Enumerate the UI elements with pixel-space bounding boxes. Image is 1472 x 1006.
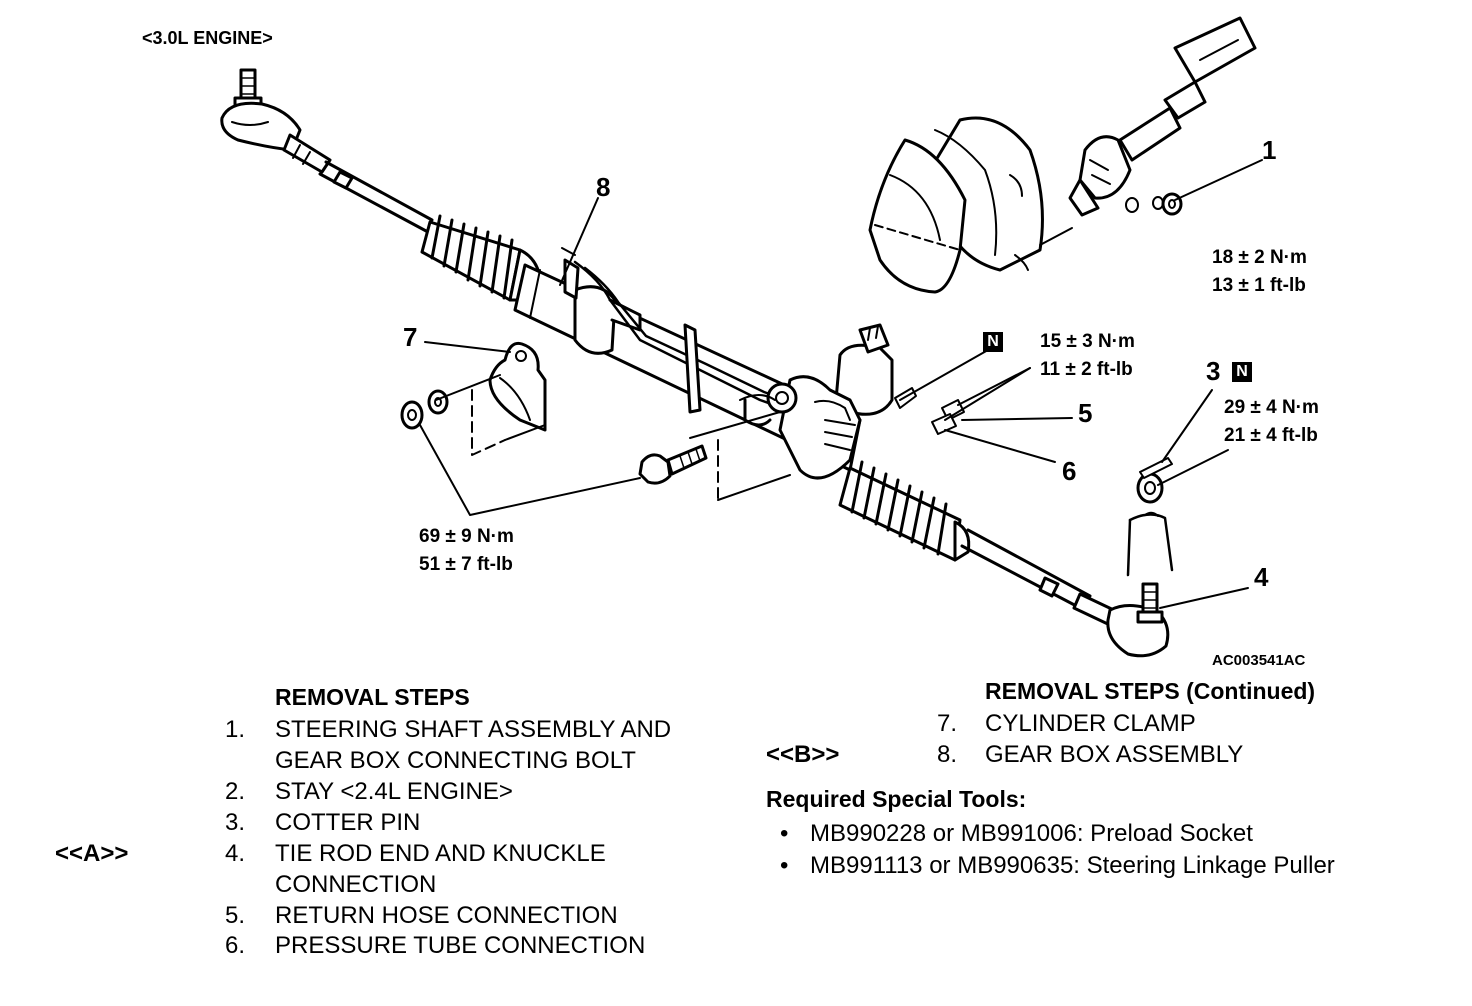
gearbox-mounting-bolt — [638, 444, 708, 485]
callout-6: 6 — [1062, 456, 1077, 486]
torque-spec-tie-rod-nut: 29 ± 4 N·m 21 ± 4 ft-lb — [1224, 397, 1319, 446]
left-inner-rod — [318, 160, 434, 234]
step-marker-a: <<A>> — [55, 840, 129, 867]
left-tie-rod-end — [220, 68, 332, 174]
removal-step-3: 3.COTTER PIN — [225, 809, 421, 836]
rack-housing — [513, 247, 862, 472]
leader-lines — [419, 159, 1263, 609]
torque-spec-gearbox-bolt: 69 ± 9 N·m 51 ± 7 ft-lb — [419, 526, 514, 575]
right-inner-rod — [960, 528, 1092, 612]
right-tie-rod-end — [1072, 582, 1170, 658]
right-boot — [838, 460, 971, 562]
clamp-nuts — [400, 389, 449, 430]
castle-nut — [1136, 472, 1164, 504]
hose-fittings — [894, 387, 965, 435]
torque-spec-shaft-bolt: 18 ± 2 N·m 13 ± 1 ft-lb — [1212, 247, 1307, 296]
removal-steps-heading: REMOVAL STEPS — [275, 684, 470, 710]
special-tool-item: •MB990228 or MB991006: Preload Socket — [780, 820, 1253, 847]
special-tools-heading: Required Special Tools: — [766, 786, 1027, 812]
special-tool-item: •MB991113 or MB990635: Steering Linkage … — [780, 852, 1335, 879]
non-reusable-mark-hose: N — [983, 332, 1003, 352]
step-marker-b: <<B>> — [766, 741, 840, 768]
removal-step-8: 8.GEAR BOX ASSEMBLY — [937, 741, 1244, 768]
removal-step-6: 6.PRESSURE TUBE CONNECTION — [225, 932, 646, 959]
torque-spec-hose: 15 ± 3 N·m 11 ± 2 ft-lb — [1040, 331, 1135, 380]
cotter-pin — [1139, 457, 1173, 479]
callout-8: 8 — [596, 172, 611, 202]
figure-code: AC003541AC — [1212, 652, 1306, 669]
shaft-cover — [868, 116, 1073, 294]
knuckle-arm — [1126, 511, 1174, 577]
steering-shaft-assembly — [1068, 16, 1257, 217]
removal-step-4: 4.TIE ROD END AND KNUCKLE CONNECTION — [225, 840, 606, 898]
callout-7: 7 — [403, 322, 418, 352]
engine-variant-label: <3.0L ENGINE> — [142, 28, 273, 48]
cylinder-clamp — [471, 341, 547, 456]
shaft-washer — [1125, 197, 1139, 213]
gear-box-valve-housing — [689, 323, 894, 501]
removal-step-2: 2.STAY <2.4L ENGINE> — [225, 778, 513, 805]
removal-step-7: 7.CYLINDER CLAMP — [937, 710, 1196, 737]
callout-3: 3 — [1206, 356, 1221, 386]
non-reusable-mark-cotter-pin: N — [1232, 362, 1252, 382]
removal-step-1: 1.STEERING SHAFT ASSEMBLY AND GEAR BOX C… — [225, 716, 672, 774]
callout-4: 4 — [1254, 562, 1269, 592]
removal-step-5: 5.RETURN HOSE CONNECTION — [225, 902, 618, 929]
shaft-bolt-nut — [1152, 192, 1183, 216]
callout-1: 1 — [1262, 135, 1277, 165]
callout-5: 5 — [1078, 398, 1093, 428]
removal-steps-continued-heading: REMOVAL STEPS (Continued) — [985, 678, 1316, 704]
